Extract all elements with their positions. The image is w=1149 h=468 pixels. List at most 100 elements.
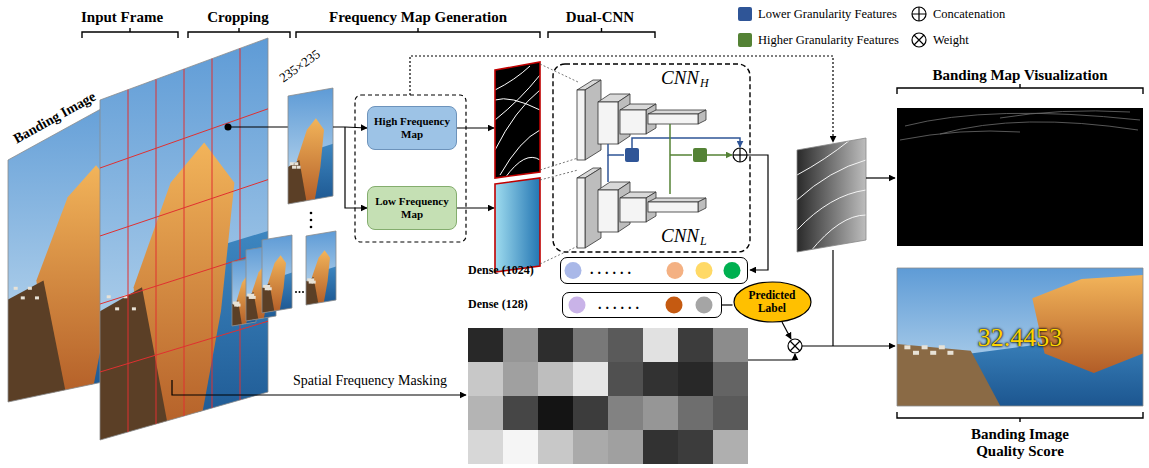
mask-cell	[573, 396, 608, 430]
legend-swatch	[738, 33, 752, 47]
mask-cell	[713, 396, 748, 430]
house	[21, 296, 25, 299]
edge-line	[810, 215, 866, 252]
house	[294, 162, 298, 165]
house	[28, 287, 32, 290]
mask-cell	[503, 396, 538, 430]
layer-heading: Dense (128)	[468, 298, 528, 312]
ellipsis-dot	[310, 226, 313, 229]
shore	[8, 280, 68, 402]
wire	[747, 155, 768, 270]
higher-granularity-path	[670, 154, 692, 156]
legend-label: Lower Granularity Features	[758, 7, 897, 22]
banding-map	[897, 108, 1143, 246]
bracket	[129, 28, 130, 32]
bracket	[601, 28, 602, 32]
process-box: Low Frequency Map	[367, 186, 457, 230]
house	[115, 307, 119, 310]
symbol-ring	[912, 7, 926, 21]
neuron	[696, 297, 713, 314]
layer-side	[698, 198, 706, 212]
banding-contour	[900, 131, 1020, 140]
layer-front	[620, 110, 646, 134]
house	[107, 295, 111, 298]
bracket	[548, 32, 655, 38]
layer-side	[698, 110, 706, 124]
house	[947, 351, 953, 355]
layer-front	[598, 190, 618, 232]
ellipsis-dot	[302, 291, 304, 293]
weight-symbol-stroke	[790, 341, 800, 351]
layer-front	[598, 102, 618, 144]
process-caption: Spatial Frequency Masking	[293, 373, 447, 389]
mask-cell	[678, 430, 713, 464]
mask-cell	[468, 430, 503, 464]
ellipsis: ......	[598, 297, 643, 313]
layer-heading: Dense (1024)	[468, 264, 534, 278]
crop-wire	[228, 126, 288, 127]
concatenation-symbol-stroke	[739, 148, 740, 162]
photo	[288, 88, 333, 204]
wire	[456, 127, 494, 128]
crop-grid-line	[240, 48, 241, 400]
crop-grid-line	[128, 90, 129, 432]
bracket	[82, 32, 178, 38]
mask-cell	[608, 328, 643, 362]
house	[292, 166, 296, 169]
edge-line	[797, 190, 866, 230]
ellipse-label: Predicted Label	[745, 289, 799, 315]
neuron-row	[560, 257, 748, 284]
dense-layer: Dense (128)......	[468, 292, 722, 318]
ellipsis-dot	[310, 219, 313, 222]
photo	[897, 268, 1143, 406]
photo-border	[897, 268, 1143, 406]
wire	[333, 127, 367, 128]
layer-top	[648, 198, 706, 202]
edge-line	[797, 160, 866, 200]
edge-line	[495, 99, 540, 110]
legend-entry: Higher Granularity Features	[738, 32, 899, 48]
ellipsis-dot	[299, 291, 301, 293]
house	[904, 345, 910, 349]
house	[252, 296, 256, 299]
legend-entry: Weight	[911, 32, 969, 48]
process-box: High Frequency Map	[367, 106, 457, 150]
crop-grid-line	[156, 79, 157, 424]
wire	[832, 250, 833, 346]
projection-line	[540, 158, 578, 170]
dense-layer: Dense (1024)......	[468, 257, 748, 284]
photo-border	[306, 231, 336, 305]
panel-heading: Banding Image Quality Score	[950, 426, 1090, 461]
sky	[306, 231, 336, 305]
mask-cell	[678, 362, 713, 396]
crop-size: 235×235	[277, 47, 324, 86]
layer-front	[648, 202, 698, 212]
box-label: Low Frequency Map	[373, 195, 451, 220]
edge-texture	[495, 66, 540, 178]
layer-front	[577, 90, 585, 160]
symbol-stroke	[914, 35, 924, 45]
photo-border	[100, 38, 268, 440]
weight-symbol-stroke	[790, 341, 800, 351]
edge-line	[500, 130, 540, 175]
legend-entry: Concatenation	[911, 6, 1005, 22]
bracket	[897, 412, 1143, 418]
neuron	[696, 262, 713, 279]
edge-line	[495, 90, 540, 150]
crop-grid-line	[184, 69, 185, 416]
shore	[288, 160, 307, 204]
legend-symbol	[911, 32, 927, 48]
column-heading: Input Frame	[81, 9, 163, 26]
connector	[722, 304, 733, 305]
ellipsis-dot	[295, 291, 297, 293]
mask-cell	[538, 362, 573, 396]
layer-front	[648, 114, 698, 124]
shore	[306, 277, 319, 305]
wire	[782, 322, 791, 339]
neuron	[666, 297, 683, 314]
bracket	[1019, 418, 1020, 422]
mask-cell	[678, 396, 713, 430]
wire	[456, 207, 494, 208]
mask-cell	[468, 362, 503, 396]
panel-heading: Banding Map Visualization	[932, 67, 1107, 84]
